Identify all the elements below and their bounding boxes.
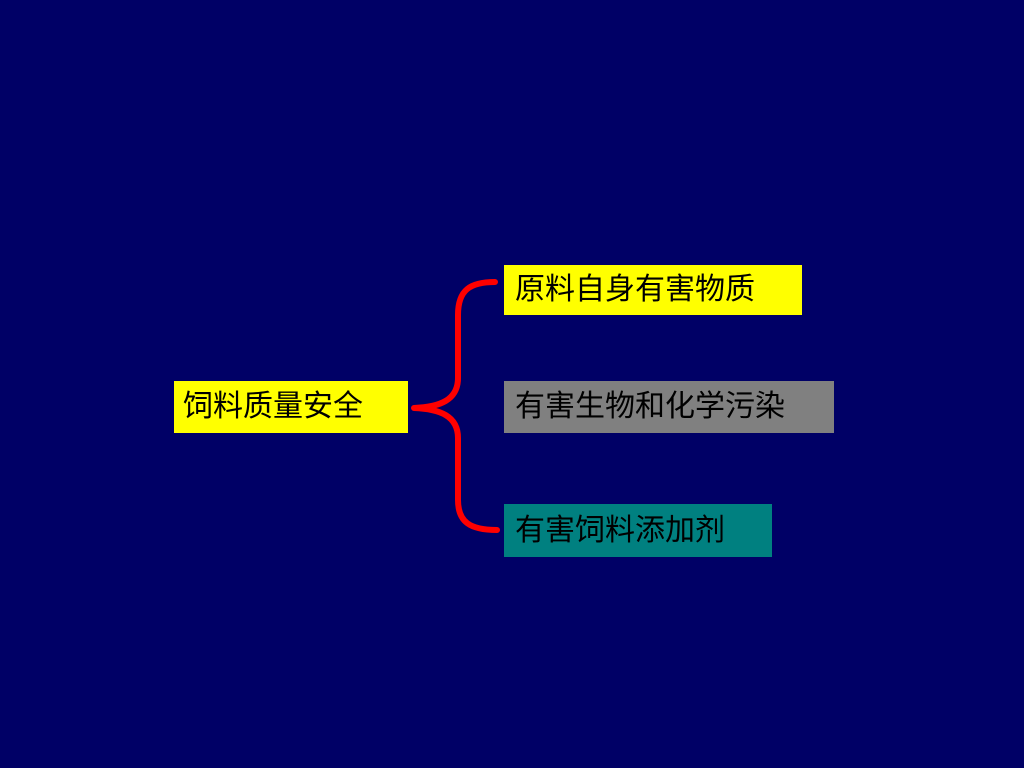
branch-node-biological-chemical-contamination: 有害生物和化学污染	[504, 381, 834, 433]
root-node-label: 饲料质量安全	[183, 389, 363, 424]
brace-path	[411, 279, 500, 533]
root-node-feed-quality-safety: 饲料质量安全	[174, 381, 408, 433]
branch-node-raw-material-hazards: 原料自身有害物质	[504, 265, 802, 315]
branch-node-label: 有害饲料添加剂	[515, 512, 725, 548]
branch-node-harmful-feed-additives: 有害饲料添加剂	[504, 504, 772, 557]
curly-brace-connector	[411, 279, 500, 533]
branch-node-label: 有害生物和化学污染	[515, 389, 785, 424]
branch-node-label: 原料自身有害物质	[515, 272, 755, 307]
